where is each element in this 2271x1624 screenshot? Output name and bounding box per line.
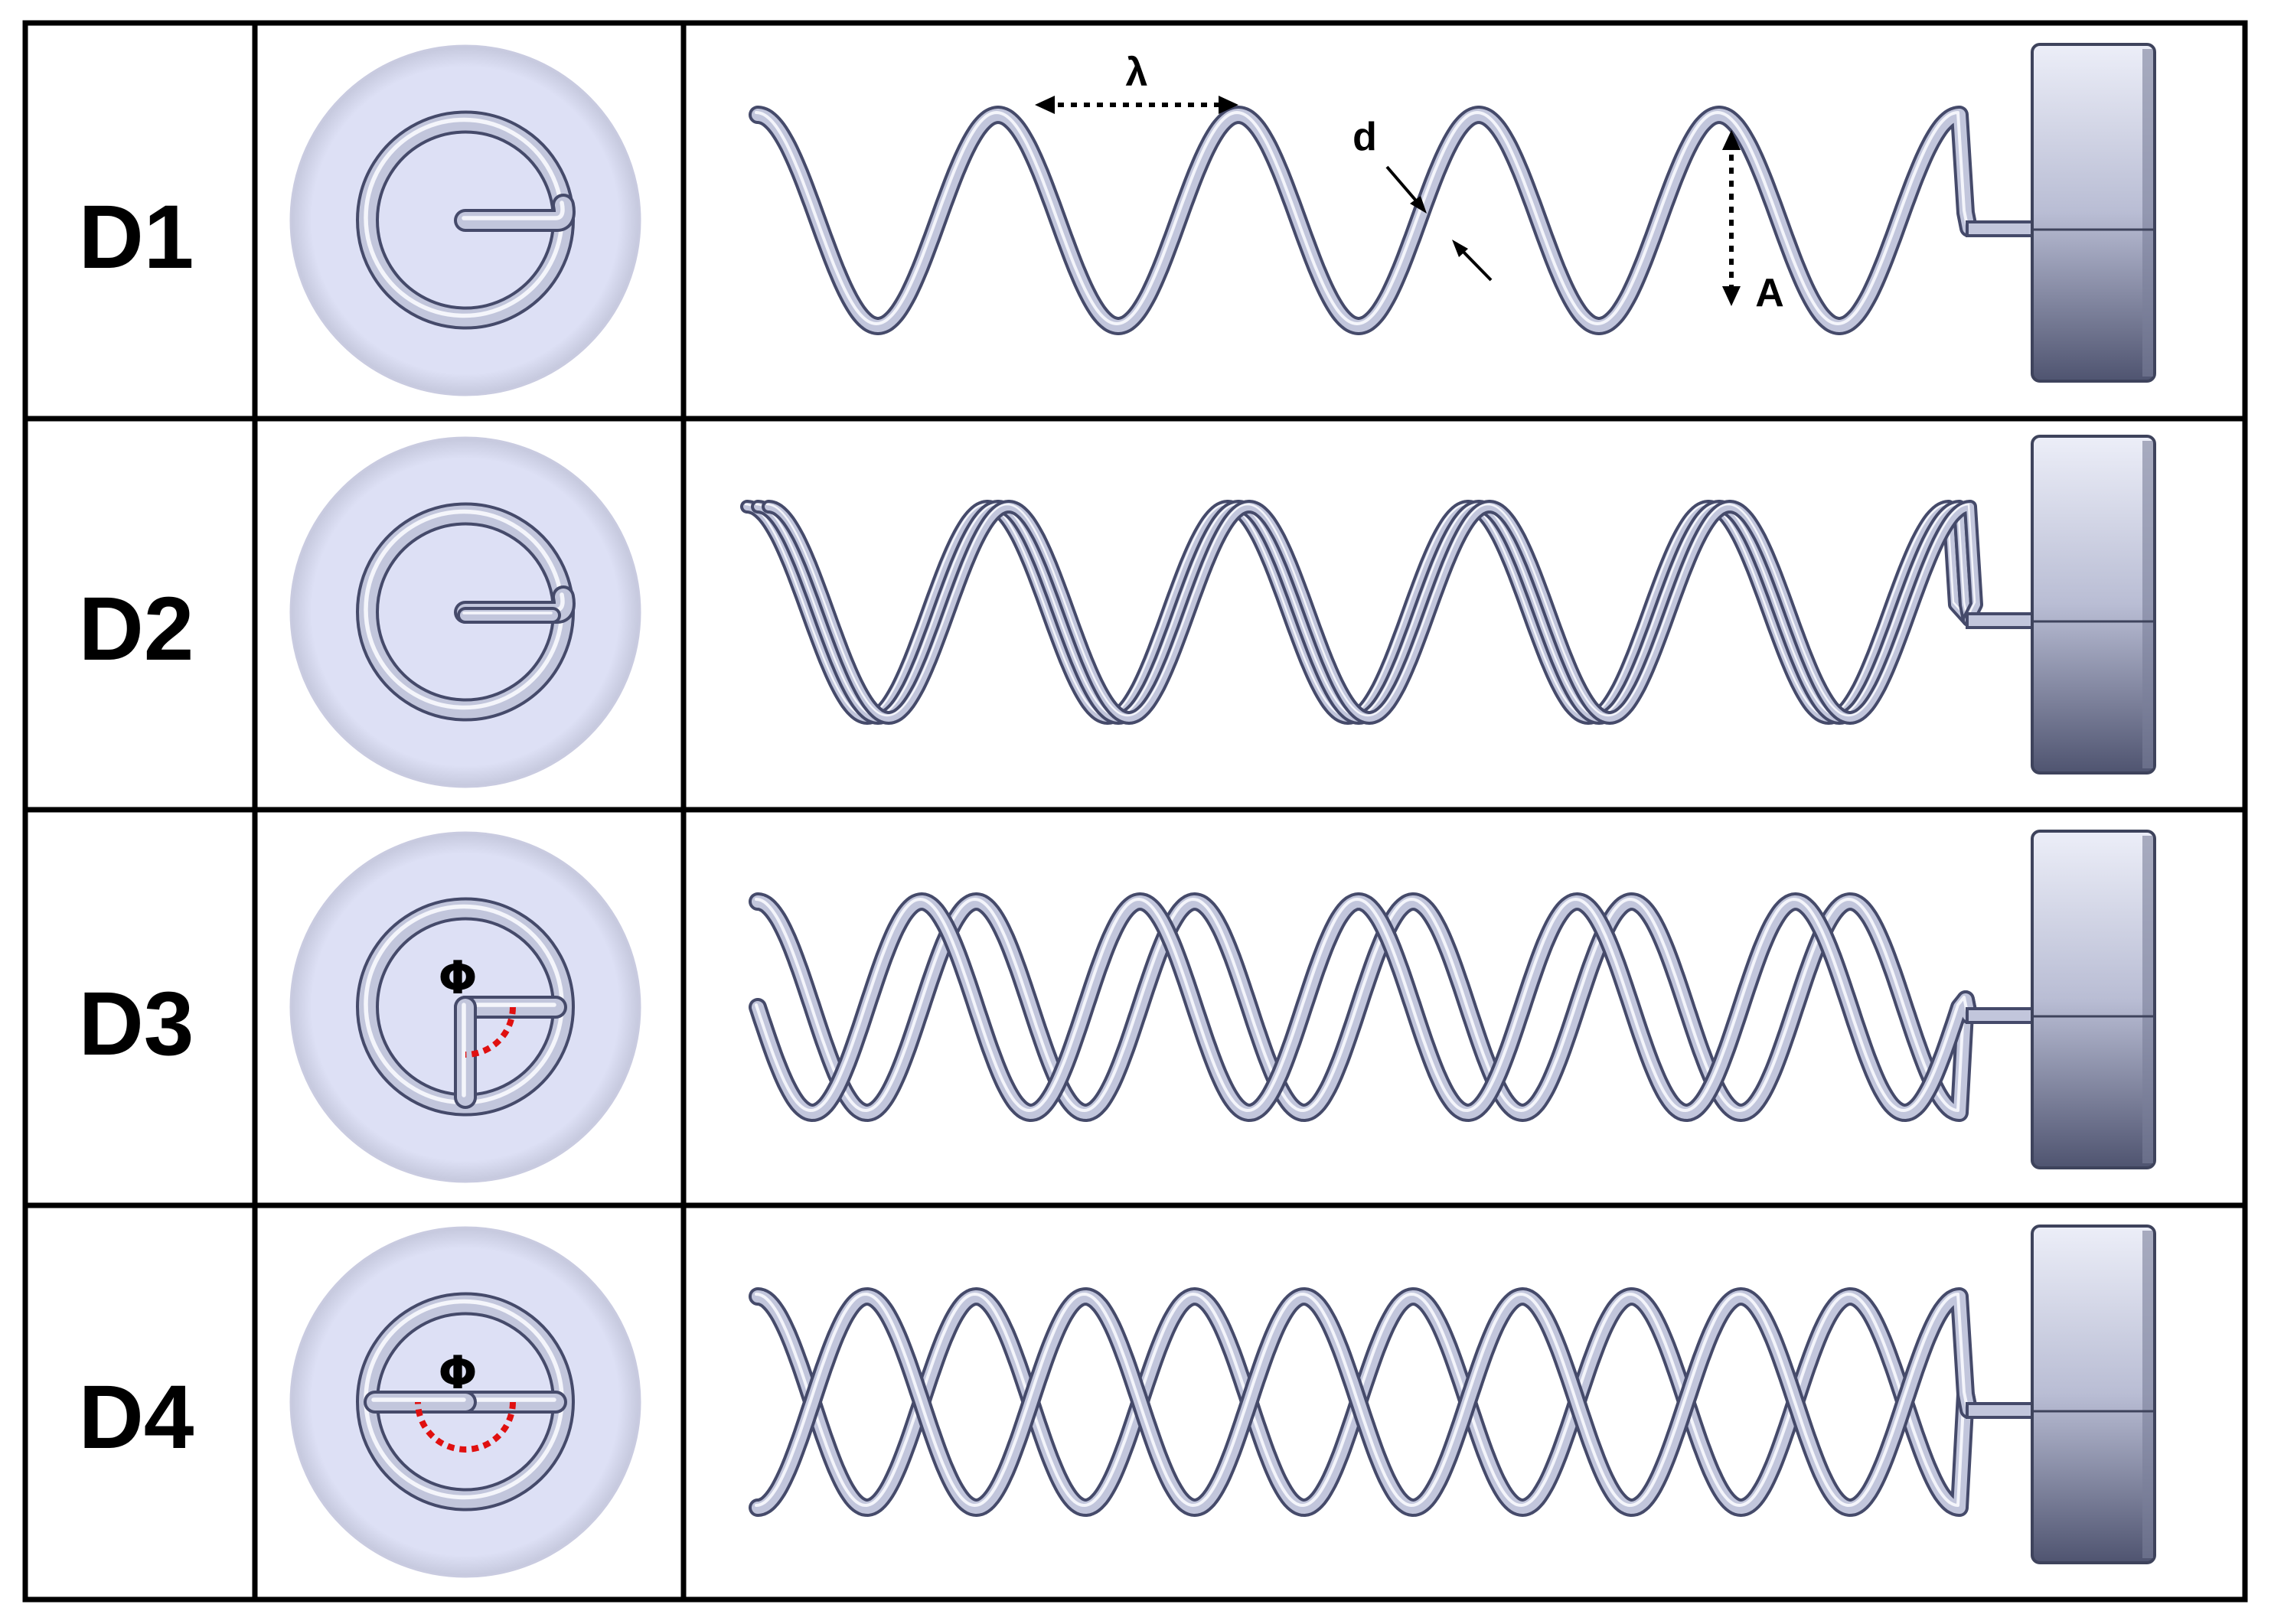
table-grid	[22, 20, 2248, 1603]
helix-strand-d3-2	[749, 892, 1978, 1122]
end-view-d1	[289, 44, 641, 396]
spoke-b-d3	[454, 996, 477, 1109]
amplitude-dimension: A	[1722, 130, 1784, 315]
diameter-label: d	[1352, 115, 1377, 159]
side-view-d1	[749, 43, 2156, 383]
spoke-a-d3	[454, 996, 567, 1019]
helix-strand-d2-3	[762, 500, 1983, 725]
helix-strand-d3-1	[749, 892, 1978, 1122]
side-view-column	[740, 43, 2156, 1564]
row-label-d2: D2	[79, 579, 194, 680]
d1-dimension-annotations: λ d A	[1035, 51, 1784, 315]
helix-strand-d1-1	[749, 106, 1978, 335]
side-view-d2	[740, 435, 2156, 774]
motor-d4	[2031, 1225, 2156, 1564]
phase-arc-d3	[465, 1006, 516, 1058]
phase-arc-d4	[415, 1401, 516, 1453]
row-label-d3: D3	[79, 973, 194, 1075]
phase-label-d3: Φ	[438, 951, 477, 1005]
row-label-d4: D4	[79, 1367, 194, 1468]
end-view-d4: Φ	[289, 1226, 641, 1578]
end-view-d2	[289, 436, 641, 788]
motor-d1	[2031, 43, 2156, 383]
ring-d1	[356, 110, 575, 330]
side-view-d4	[749, 1225, 2156, 1564]
helix-strand-d4-2	[749, 1287, 1978, 1517]
motor-d2	[2031, 435, 2156, 774]
spoke-a-d4	[454, 1391, 567, 1414]
spoke-b-d4	[364, 1391, 477, 1414]
row-labels: D1 D2 D3 D4	[79, 187, 194, 1468]
shaft-d4	[1966, 1402, 2034, 1419]
wavelength-label: λ	[1126, 51, 1148, 95]
end-view-d3: Φ	[289, 831, 641, 1183]
spoke-d1	[454, 194, 576, 232]
shaft-d2	[1966, 612, 2034, 629]
row-label-d1: D1	[79, 187, 194, 288]
shaft-d1	[1966, 220, 2034, 237]
side-view-d3	[749, 830, 2156, 1169]
amplitude-label: A	[1755, 271, 1784, 315]
motor-d3	[2031, 830, 2156, 1169]
spoke-b-d2	[457, 607, 561, 624]
wavelength-dimension: λ	[1035, 51, 1238, 114]
phase-label-d4: Φ	[438, 1346, 477, 1400]
diameter-dimension: d	[1352, 115, 1493, 282]
ring-d3	[356, 897, 575, 1117]
ring-d2	[356, 502, 575, 722]
shaft-d3	[1966, 1007, 2034, 1024]
end-view-column: ΦΦ	[289, 44, 641, 1578]
